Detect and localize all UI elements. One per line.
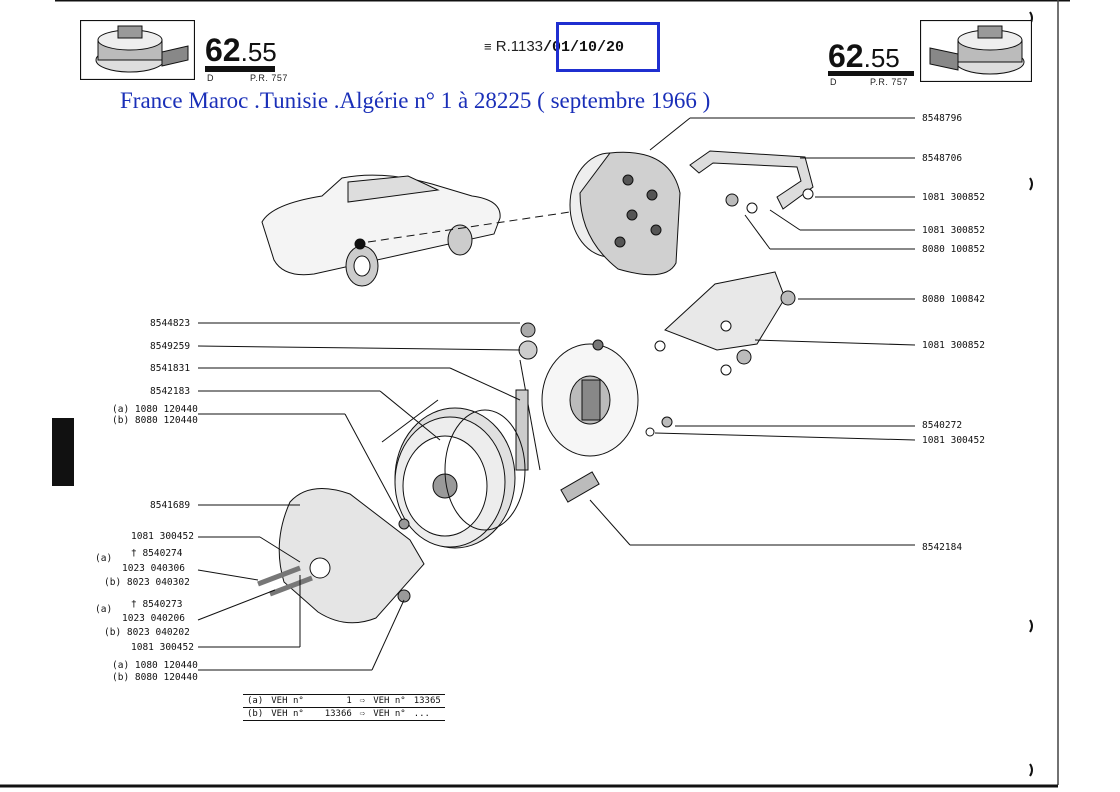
page-number-left-underline <box>205 66 275 72</box>
part-label: 1081 300852 <box>922 192 985 203</box>
part-label-variant: (a) 1080 120440 <box>112 660 198 671</box>
part-label: 8548796 <box>922 113 963 124</box>
legend-cell: 13366 <box>307 707 356 721</box>
arrow-icon: ⇨ <box>355 694 370 708</box>
legend-cell: VEH n° <box>369 707 410 721</box>
reference-code: R.1133 <box>495 38 544 55</box>
part-label: 1081 300852 <box>922 225 985 236</box>
part-label: † 8540274 <box>131 548 183 559</box>
part-label: 8541831 <box>150 363 191 374</box>
date-highlight-box <box>556 22 660 72</box>
legend-cell: VEH n° <box>267 707 308 721</box>
part-label: 8542183 <box>150 386 191 397</box>
variant-a-marker: (a) <box>95 604 113 615</box>
horn-thumbnail-right-icon <box>920 20 1032 82</box>
part-label: 1023 040306 <box>122 563 185 574</box>
leader-lines-right <box>589 117 916 546</box>
legend-cell: VEH n° <box>369 694 410 708</box>
legend-cell: ... <box>409 707 445 721</box>
part-label: 8549259 <box>150 341 191 352</box>
bracket-icon <box>689 150 814 210</box>
page-number-right-minor: .55 <box>863 43 900 73</box>
part-label: 8540272 <box>922 420 963 431</box>
legend-cell: 13365 <box>409 694 445 708</box>
reference-line: ≡ R.1133/01/10/20 <box>484 38 624 56</box>
part-label: 1023 040206 <box>122 613 185 624</box>
legend-row-b: (b) VEH n° 13366 ⇨ VEH n° ... <box>243 707 445 721</box>
part-label: 8544823 <box>150 318 191 329</box>
coverage-subtitle: France Maroc .Tunisie .Algérie n° 1 à 28… <box>120 88 711 113</box>
part-label: 8548706 <box>922 153 963 164</box>
location-dashed-line <box>367 211 571 243</box>
part-label-variant: (b) 8023 040202 <box>104 627 190 638</box>
horn-thumbnail-left-icon <box>80 20 195 80</box>
legend-cell: (a) <box>243 694 268 708</box>
leader-lines-left <box>197 322 521 671</box>
part-label: 8541689 <box>150 500 191 511</box>
variant-a-marker: (a) <box>95 553 113 564</box>
reference-date: /01/10/20 <box>543 39 625 56</box>
part-label: 8080 100852 <box>922 244 985 255</box>
hole-mark <box>1029 177 1033 191</box>
page-number-right: 62.55 <box>828 38 900 75</box>
legend-cell: VEH n° <box>267 694 308 708</box>
rear-bracket-icon <box>664 271 786 351</box>
adjust-screw-icon <box>560 471 600 503</box>
left-sub-d: D <box>207 73 214 83</box>
page-edge-tab <box>52 418 74 486</box>
right-sub-pr: P.R. 757 <box>870 77 908 87</box>
part-label: 8542184 <box>922 542 963 553</box>
hole-mark <box>1029 619 1033 633</box>
hole-mark <box>1029 763 1033 777</box>
part-label-variant: (a) 1080 120440 <box>112 404 198 415</box>
variant-legend-table: (a) VEH n° 1 ⇨ VEH n° 13365 (b) VEH n° 1… <box>243 694 445 721</box>
page-number-left: 62.55 <box>205 32 277 69</box>
part-label: 8080 100842 <box>922 294 985 305</box>
part-label: 1081 300452 <box>131 642 194 653</box>
legend-cell: (b) <box>243 707 268 721</box>
page-number-right-underline <box>828 71 914 76</box>
horn-assembly-mounted-icon <box>569 151 681 276</box>
ref-glyph-icon: ≡ <box>484 39 492 54</box>
car-illustration-icon <box>261 174 501 287</box>
left-sub-pr: P.R. 757 <box>250 73 288 83</box>
part-label-variant: (b) 8023 040302 <box>104 577 190 588</box>
part-label-variant: (b) 8080 120440 <box>112 415 198 426</box>
front-shell-icon <box>278 488 425 624</box>
legend-cell: 1 <box>307 694 356 708</box>
arrow-icon: ⇨ <box>355 707 370 721</box>
legend-row-a: (a) VEH n° 1 ⇨ VEH n° 13365 <box>243 694 445 708</box>
part-label-variant: (b) 8080 120440 <box>112 672 198 683</box>
part-label: 1081 300852 <box>922 340 985 351</box>
page-number-right-major: 62 <box>828 38 864 74</box>
page-number-left-minor: .55 <box>240 37 277 67</box>
page-number-left-major: 62 <box>205 32 241 68</box>
right-sub-d: D <box>830 77 837 87</box>
part-label: † 8540273 <box>131 599 183 610</box>
part-label: 1081 300452 <box>922 435 985 446</box>
part-label: 1081 300452 <box>131 531 194 542</box>
